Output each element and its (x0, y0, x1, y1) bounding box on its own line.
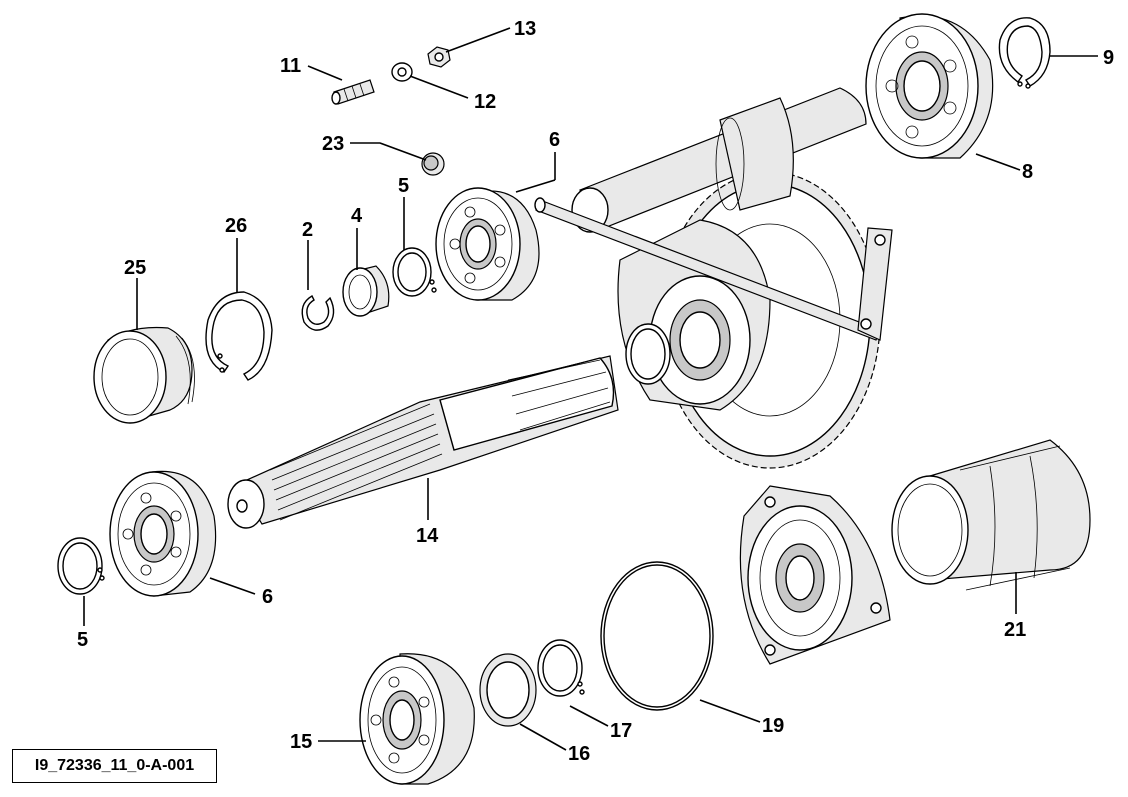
callout-labels: 11 12 13 23 6 5 4 2 26 25 9 8 14 6 5 21 … (77, 18, 1114, 765)
callout-4: 4 (351, 205, 363, 227)
flange-housing (739, 485, 891, 665)
callout-5-lower: 5 (77, 629, 88, 651)
callout-17: 17 (610, 720, 632, 742)
callout-26: 26 (225, 215, 247, 237)
part-2-circlip (301, 295, 335, 331)
callout-15: 15 (290, 731, 312, 753)
part-26-snap-ring (205, 291, 273, 381)
callout-25: 25 (124, 257, 146, 279)
part-5-upper-retaining-ring (392, 247, 437, 297)
callout-14: 14 (416, 525, 439, 547)
callout-6-lower: 6 (262, 586, 273, 608)
figure-id-box: I9_72336_11_0-A-001 (12, 749, 217, 783)
part-13-nut (427, 46, 451, 68)
callout-12: 12 (474, 91, 496, 113)
callout-23: 23 (322, 133, 344, 155)
callout-19: 19 (762, 715, 784, 737)
gear-housing-assembly (534, 87, 893, 469)
figure-id-text: I9_72336_11_0-A-001 (34, 757, 195, 774)
callout-2: 2 (302, 219, 313, 241)
part-9-snap-ring (998, 17, 1051, 89)
part-16-spacer-washer (479, 653, 537, 727)
part-4-bushing (342, 265, 390, 317)
part-14-splined-shaft (227, 355, 619, 529)
part-6-upper-ball-bearing (435, 187, 540, 301)
part-17-snap-ring (537, 639, 585, 697)
callout-8: 8 (1022, 161, 1033, 183)
part-19-o-ring (600, 561, 714, 711)
part-25-sleeve (93, 326, 195, 424)
leader-lines (83, 27, 1098, 751)
part-11-stud (331, 79, 375, 105)
part-21-cylindrical-cover (891, 439, 1091, 591)
callout-21: 21 (1004, 619, 1026, 641)
part-23-plug (421, 152, 445, 176)
callout-5-upper: 5 (398, 175, 409, 197)
callout-6-upper: 6 (549, 129, 560, 151)
part-15-bearing (359, 653, 475, 785)
callout-16: 16 (568, 743, 590, 765)
part-6-lower-ball-bearing (109, 470, 217, 597)
callout-9: 9 (1103, 47, 1114, 69)
part-12-washer (391, 62, 413, 82)
callout-13: 13 (514, 18, 536, 40)
part-5-lower-retaining-ring (57, 537, 105, 595)
part-8-large-bearing (865, 13, 994, 159)
callout-11: 11 (280, 55, 301, 77)
